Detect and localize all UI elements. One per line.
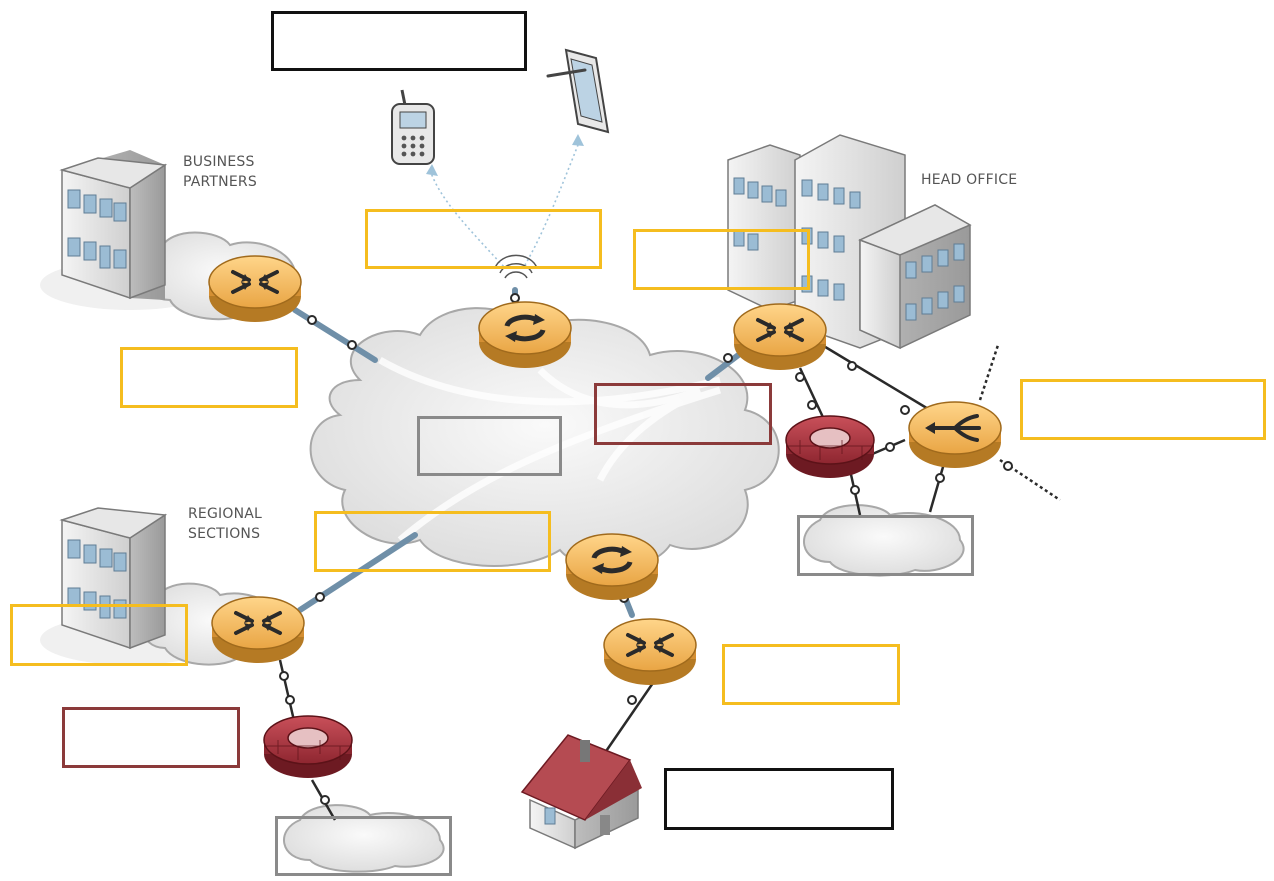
home-wireless-router-icon: [566, 534, 658, 600]
blank-box-6[interactable]: [417, 416, 562, 476]
blank-box-2[interactable]: [365, 209, 602, 269]
blank-box-12[interactable]: [62, 707, 240, 768]
head-office-switch-icon: [907, 400, 1003, 470]
business-partner-building-icon: [59, 150, 168, 300]
blank-box-14[interactable]: [275, 816, 452, 876]
wireless-router-icon: [479, 302, 571, 368]
regional-sections-label-line2: SECTIONS: [188, 526, 261, 542]
cellphone-icon: [391, 89, 435, 165]
blank-box-5[interactable]: [594, 383, 772, 445]
blank-box-11[interactable]: [722, 644, 900, 705]
blank-box-7[interactable]: [1020, 379, 1266, 440]
blank-box-10[interactable]: [10, 604, 188, 666]
blank-box-13[interactable]: [664, 768, 894, 830]
regional-router-icon: [210, 595, 306, 665]
lan-cloud-1: [283, 804, 445, 873]
house-icon: [520, 734, 642, 850]
home-router-icon: [602, 617, 698, 687]
head-office-firewall-icon: [785, 415, 875, 479]
regional-sections-label-line1: REGIONAL: [188, 506, 263, 522]
tablet-icon: [546, 48, 610, 134]
regional-building-icon: [59, 507, 168, 650]
blank-box-9[interactable]: [797, 515, 974, 576]
business-partners-label: BUSINESS PARTNERS: [183, 152, 257, 192]
regional-sections-label: REGIONAL SECTIONS: [188, 504, 262, 544]
partner-router-icon: [207, 254, 303, 324]
head-office-label: HEAD OFFICE: [921, 172, 1018, 188]
lan-cloud-2: [803, 504, 965, 577]
head-office-router-icon: [732, 302, 828, 372]
blank-box-1[interactable]: [271, 11, 527, 71]
head-office-building-icon: [727, 134, 972, 350]
business-partners-label-line1: BUSINESS: [183, 154, 255, 170]
blank-box-3[interactable]: [633, 229, 810, 290]
business-partners-label-line2: PARTNERS: [183, 174, 257, 190]
regional-firewall-icon: [263, 715, 353, 779]
wifi-signal-icon: [494, 254, 538, 279]
blank-box-8[interactable]: [314, 511, 551, 572]
blank-box-4[interactable]: [120, 347, 298, 408]
